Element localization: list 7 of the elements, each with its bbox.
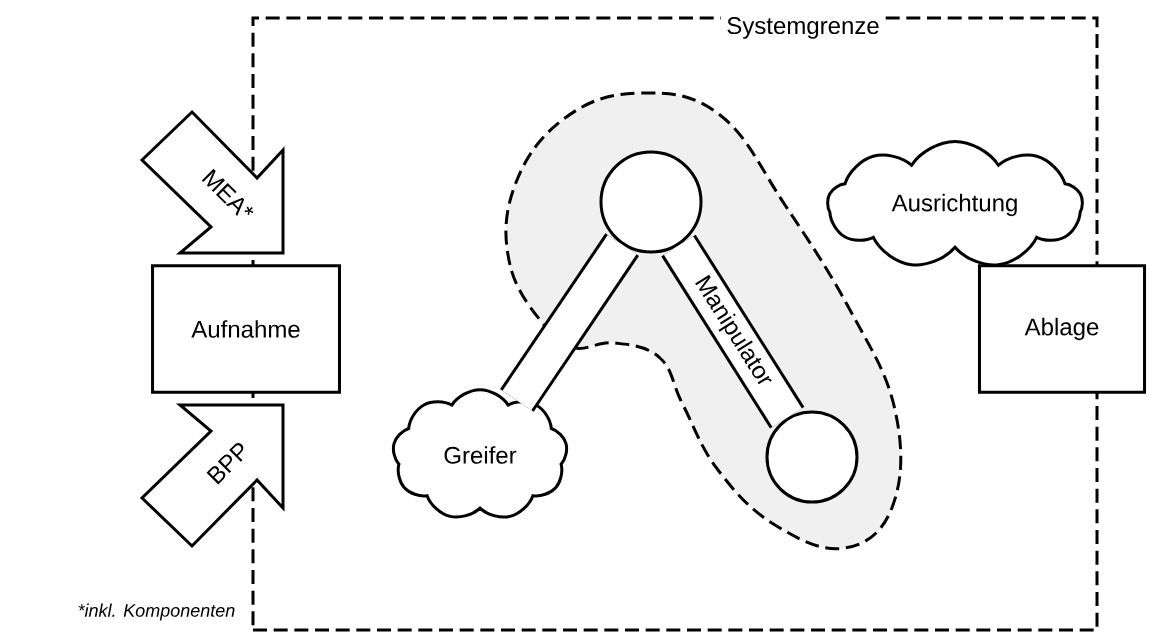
link-bar <box>500 233 639 412</box>
joint-circle <box>765 410 859 504</box>
link-bar <box>661 234 805 429</box>
footnote: *inkl. Komponenten <box>78 603 235 621</box>
process-box: Aufnahme <box>151 264 341 394</box>
process-box: Ablage <box>977 264 1147 394</box>
joint-circle <box>599 150 703 254</box>
